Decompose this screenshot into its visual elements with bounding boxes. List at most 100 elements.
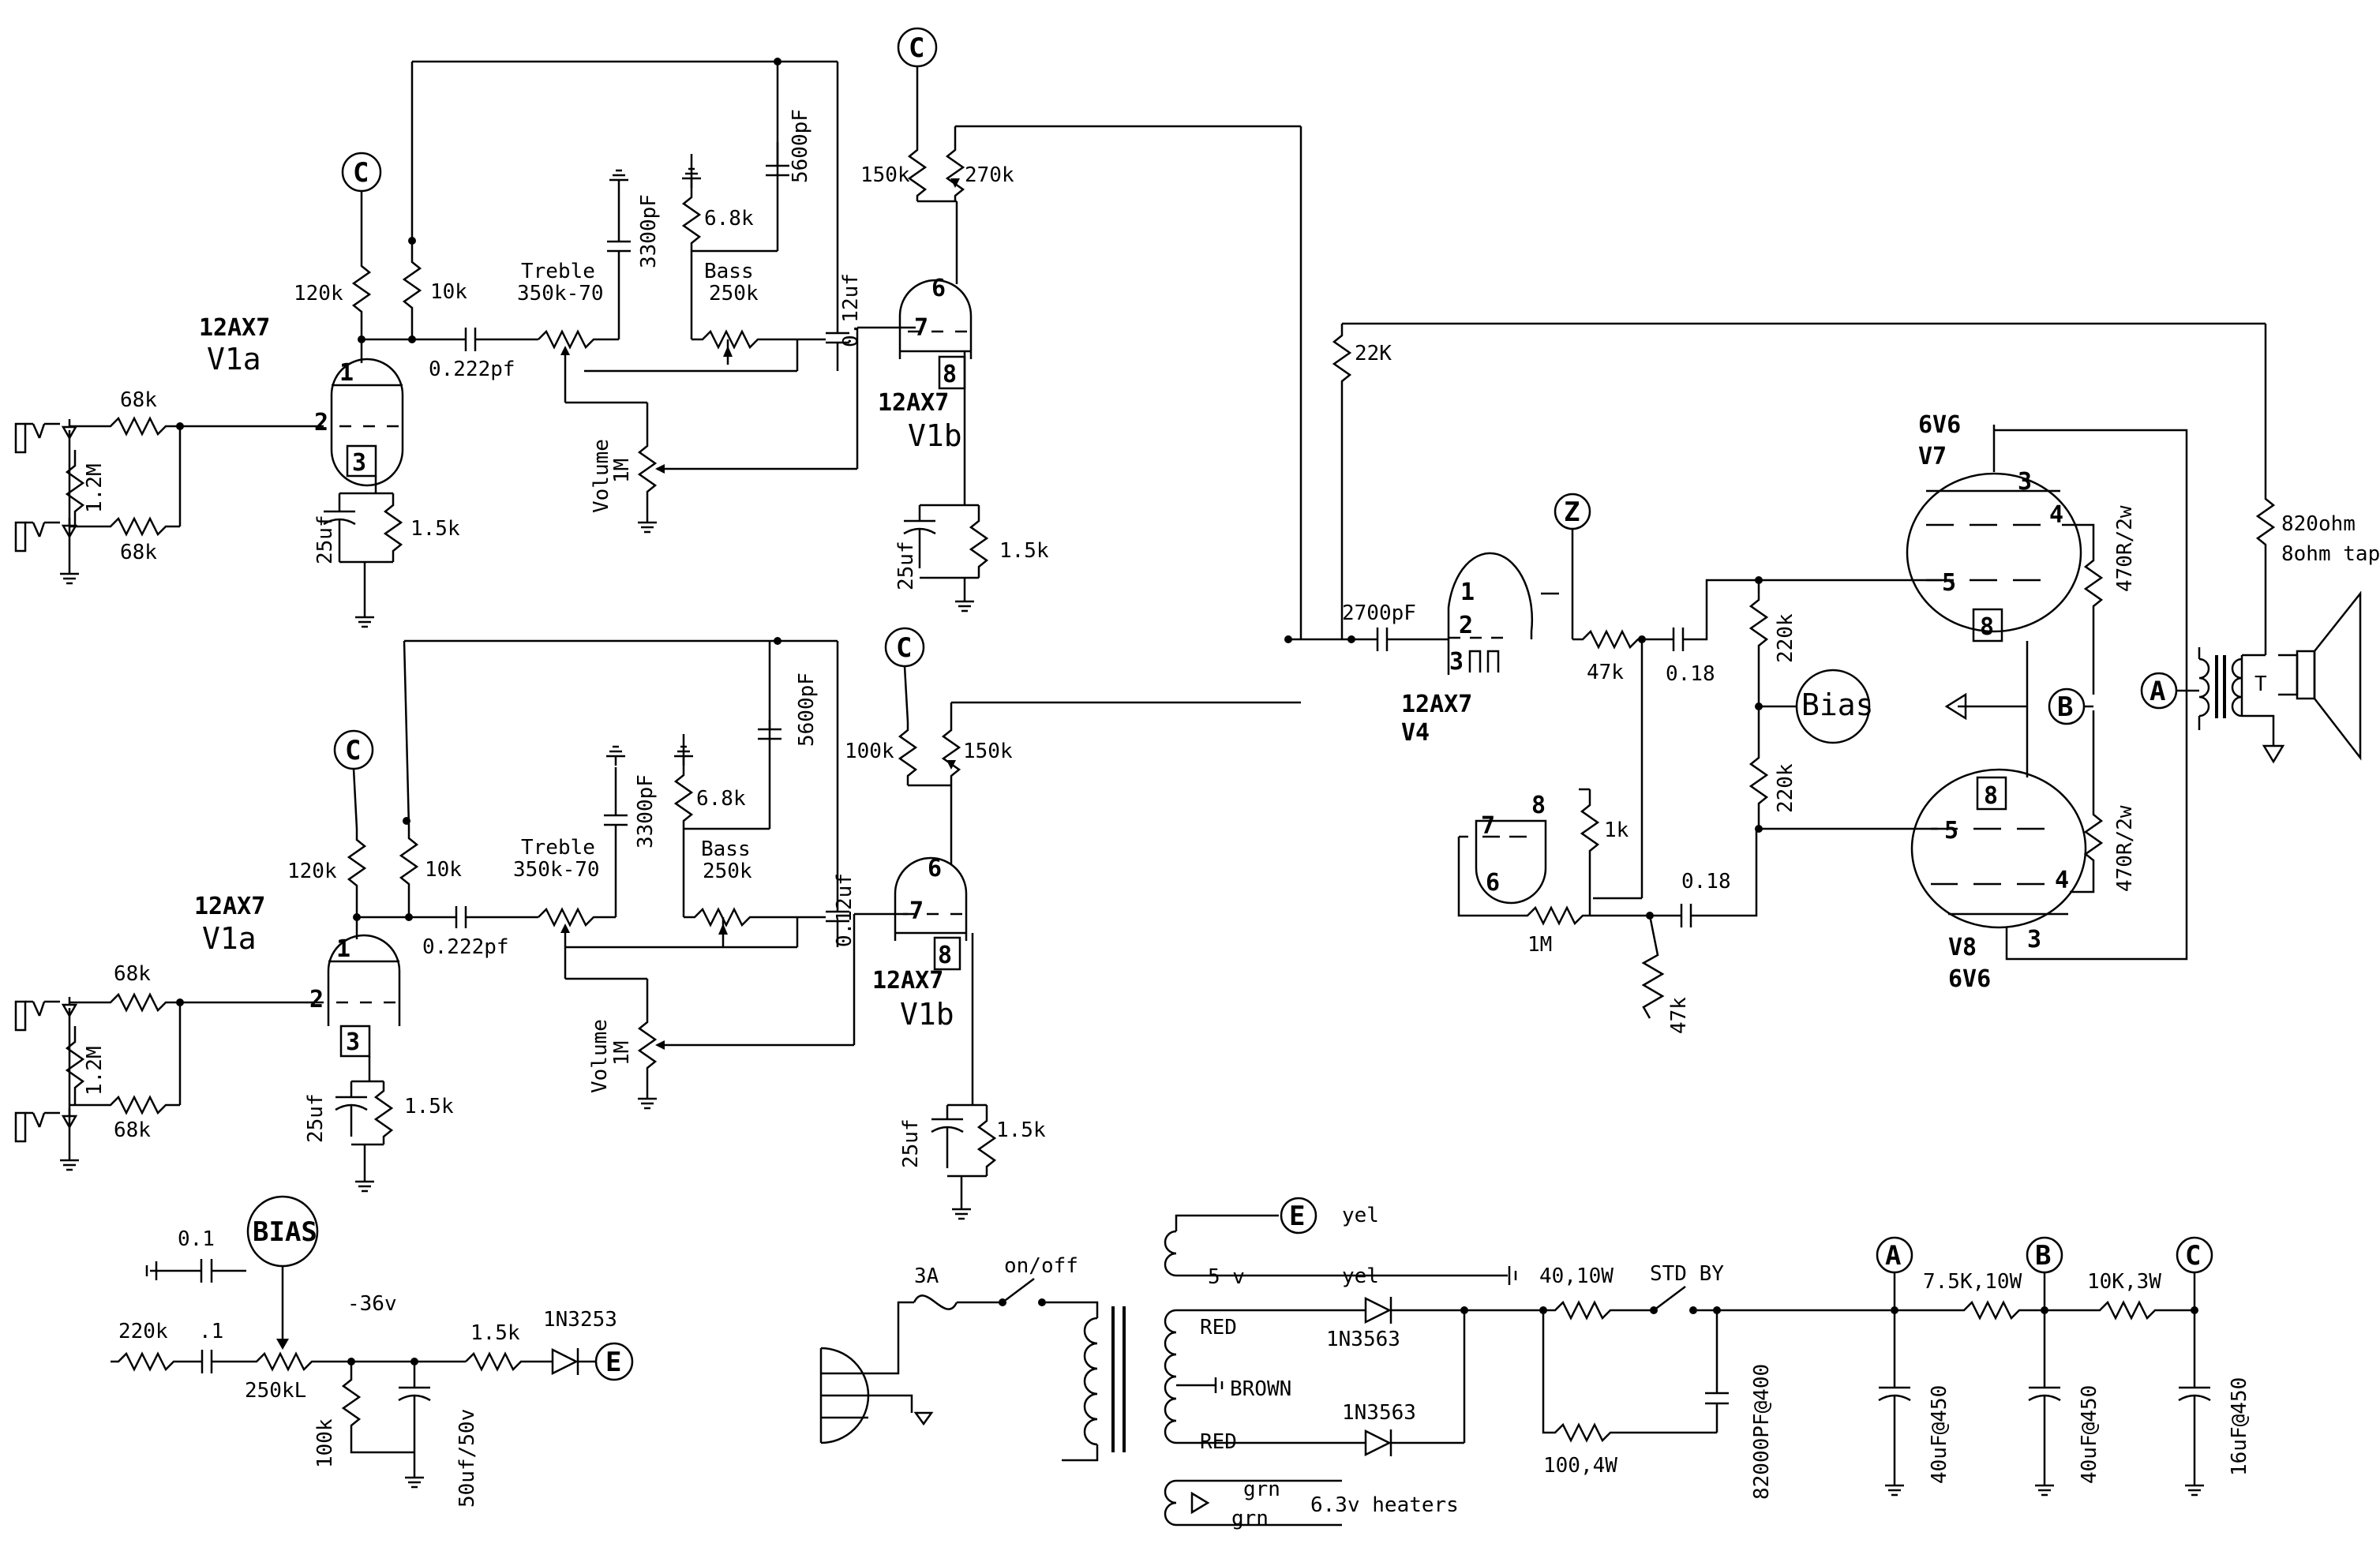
bias-supply: BIAS 0.1 220k .1 250kL -36v 100k 50uf/50… <box>111 1195 634 1508</box>
wire-red-2: RED <box>1200 1430 1237 1454</box>
power-supply: 3A on/off E yel 5 v yel RED BROWN RED <box>819 1197 2251 1530</box>
vol-label-b: Volume <box>588 1019 612 1093</box>
v4-pin-2: 2 <box>1459 612 1473 639</box>
c-018a: 0.18 <box>1666 662 1715 686</box>
diode-1: 1N3563 <box>1326 1328 1400 1351</box>
r-input-2-b: 68k <box>114 1118 151 1142</box>
standby-label: STD BY <box>1650 1262 1724 1286</box>
r-input-1-b: 68k <box>114 962 151 986</box>
wire-red-1: RED <box>1200 1316 1237 1339</box>
v8-pin-3: 3 <box>2027 926 2041 953</box>
v7-name: V7 <box>1918 443 1947 470</box>
r-feed-b: 10k <box>425 858 462 882</box>
c-012: 0.12uf <box>839 273 863 347</box>
c-treble-b: 3300pF <box>634 774 658 849</box>
c-cathode-b2: 25uf <box>899 1118 923 1168</box>
v1b-b-pin-8: 8 <box>938 942 952 969</box>
node-c-1: C <box>353 157 369 189</box>
wire-grn-2: grn <box>1231 1507 1269 1530</box>
diode-2: 1N3563 <box>1342 1401 1416 1425</box>
v7-type: 6V6 <box>1918 411 1961 439</box>
node-b-ps: B <box>2035 1240 2051 1272</box>
c-mid: 5600pF <box>789 109 812 183</box>
r-47k-b: 47k <box>1667 997 1691 1034</box>
r-47k: 47k <box>1587 661 1624 684</box>
volt-36v: -36v <box>347 1292 397 1316</box>
node-c-ps: C <box>2185 1240 2201 1272</box>
r-150k-b: 150k <box>963 740 1013 763</box>
node-c-2: C <box>909 32 924 64</box>
r-grid: 1.2M <box>83 463 107 513</box>
v8-name: V8 <box>1948 934 1977 961</box>
r-feed: 10k <box>430 280 467 304</box>
bias-node: BIAS <box>253 1216 317 1248</box>
c-16: 16uF@450 <box>2228 1377 2251 1476</box>
bass-label-b: Bass <box>701 837 751 861</box>
v1b-type: 12AX7 <box>878 389 949 417</box>
r-input-1: 68k <box>120 388 157 412</box>
v1a-type: 12AX7 <box>199 314 270 342</box>
trans-t: T <box>2254 672 2267 696</box>
v1a-name: V1a <box>207 342 261 377</box>
r-220k: 220k <box>118 1320 168 1343</box>
v1b-b-pin-6: 6 <box>928 855 942 882</box>
r-150k: 150k <box>860 163 910 187</box>
c-01: 0.1 <box>178 1227 215 1251</box>
c-couple: 0.222pf <box>429 358 515 381</box>
v1a-b-pin-3: 3 <box>346 1028 360 1056</box>
node-b-amp: B <box>2057 691 2073 723</box>
r-100k: 100k <box>313 1418 337 1468</box>
v7-pin-5: 5 <box>1942 569 1956 597</box>
r-470-b: 470R/2w <box>2113 805 2137 892</box>
v8-type: 6V6 <box>1948 965 1991 993</box>
preamp-bottom: 68k 68k 1.2M 1 2 3 12AX7 V1a 25uf 1.5k C… <box>14 627 1301 1220</box>
r-10k: 10K,3W <box>2087 1270 2161 1294</box>
r-cathode-b: 1.5k <box>999 539 1049 563</box>
r-100: 100,4W <box>1543 1454 1617 1478</box>
v8-pin-8: 8 <box>1984 782 1998 810</box>
r-470-a: 470R/2w <box>2113 505 2137 592</box>
c-50: 50uf/50v <box>455 1409 479 1508</box>
v1b-name: V1b <box>908 418 962 453</box>
v1a-pin-3: 3 <box>352 449 366 477</box>
c-40a: 40uF@450 <box>1928 1385 1951 1484</box>
r-220k-b: 220k <box>1774 763 1797 813</box>
r-220k-a: 220k <box>1774 613 1797 663</box>
preamp-top: 68k 68k 1.2M 1 2 3 12AX7 V1a 25uf 1.5k C… <box>14 27 1302 639</box>
pot-250kl: 250kL <box>245 1379 306 1403</box>
c-82: 82000PF@400 <box>1750 1364 1774 1500</box>
node-z: Z <box>1564 496 1580 528</box>
r-270k: 270k <box>965 163 1014 187</box>
r-bass-top: 6.8k <box>704 207 754 230</box>
node-a-amp: A <box>2149 676 2165 707</box>
fuse-3a: 3A <box>914 1264 939 1288</box>
v1a-b-pin-2: 2 <box>309 986 324 1013</box>
treble-value-b: 350k-70 <box>513 858 600 882</box>
c-cathode-b: 25uf <box>894 541 918 590</box>
vol-value: 1M <box>610 459 634 483</box>
r-1k: 1k <box>1604 819 1629 842</box>
power-amp: 220k 220k Bias 3 4 5 8 6V6 V7 8 5 4 3 V8… <box>1748 324 2380 993</box>
v7-pin-8: 8 <box>1980 613 1994 641</box>
v1a-pin-2: 2 <box>314 409 328 436</box>
r-cathode: 1.5k <box>410 517 460 541</box>
wire-5v: 5 v <box>1208 1265 1245 1289</box>
v4-pin-7: 7 <box>1481 812 1495 840</box>
v1b-b-type: 12AX7 <box>872 967 943 995</box>
r-22k: 22K <box>1355 342 1392 365</box>
treble-label-b: Treble <box>521 836 595 860</box>
v1b-b-pin-7: 7 <box>909 897 924 925</box>
v1b-pin-6: 6 <box>931 275 946 302</box>
wire-grn-1: grn <box>1243 1478 1280 1501</box>
c-couple-b: 0.222pf <box>422 935 509 959</box>
c-cathode-b1: 25uf <box>304 1093 328 1143</box>
treble-label: Treble <box>521 260 595 283</box>
c-cathode: 25uf <box>313 515 337 564</box>
treble-value: 350k-70 <box>517 282 604 305</box>
r-grid-b: 1.2M <box>83 1046 107 1096</box>
r-75k: 7.5K,10W <box>1923 1270 2022 1294</box>
r-100k-b: 100k <box>845 740 894 763</box>
bass-value-b: 250k <box>703 860 752 883</box>
v1a-pin-1: 1 <box>339 359 354 387</box>
